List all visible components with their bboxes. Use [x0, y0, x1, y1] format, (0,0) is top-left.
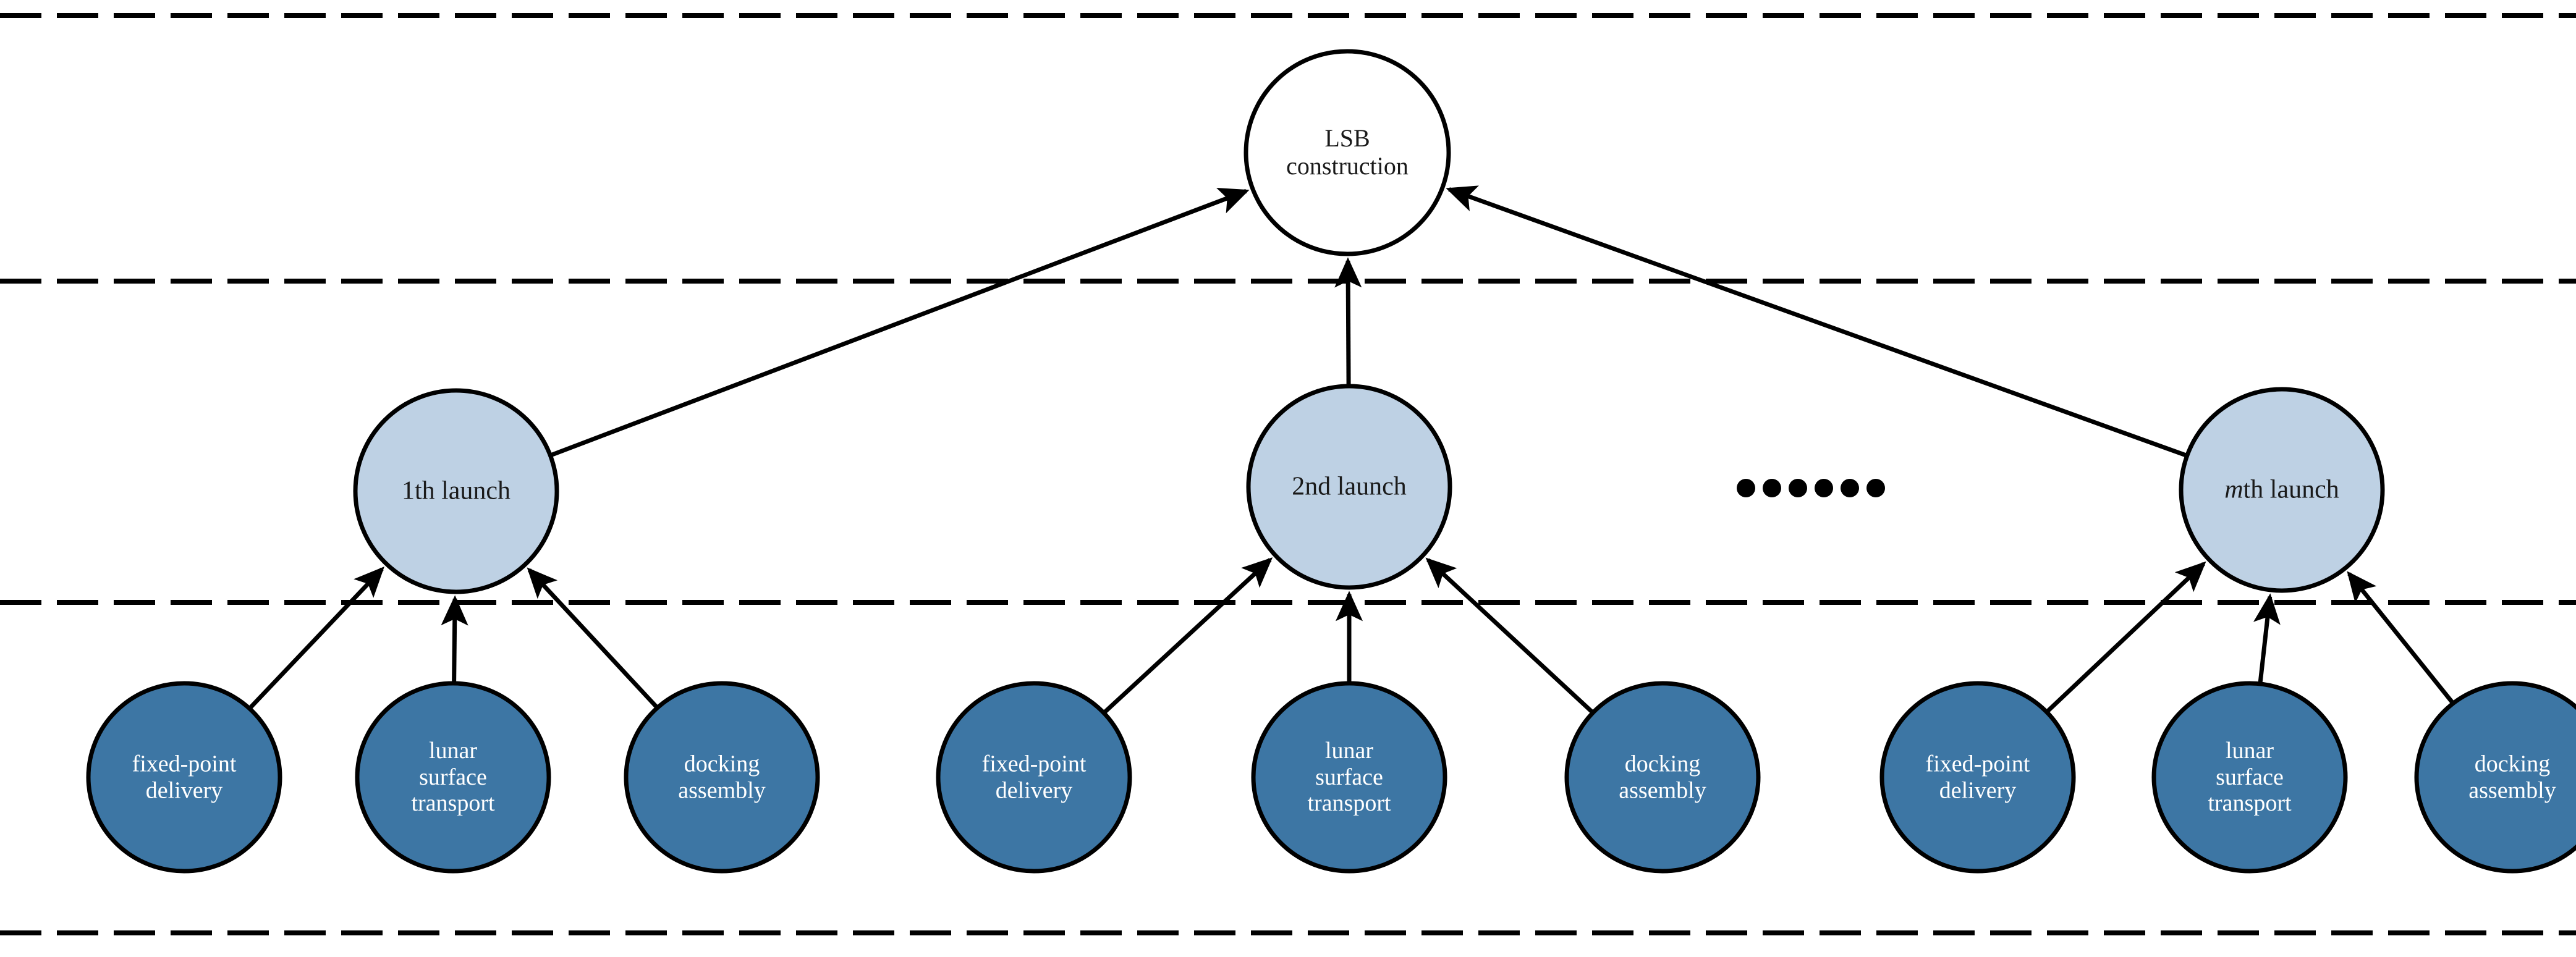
edge-launch1-root: [549, 188, 1250, 458]
node-lsb-construction[interactable]: [1244, 49, 1451, 256]
edge-tma-launchm: [2045, 561, 2206, 714]
edge-t1a-launch1: [248, 567, 384, 710]
node-task-m-lunar-surface-transport[interactable]: [2151, 681, 2348, 874]
node-launch-1[interactable]: [353, 388, 559, 594]
edge-launchm-root: [1446, 185, 2188, 458]
ellipsis-dot: [1866, 479, 1885, 497]
edge-t2c-launch2: [1425, 557, 1595, 715]
node-task-2-lunar-surface-transport[interactable]: [1251, 681, 1447, 874]
dashed-separator-group: [0, 13, 2576, 935]
ellipsis-dot: [1789, 479, 1807, 497]
edge-t2a-launch2: [1102, 557, 1273, 715]
node-task-2-docking-assembly[interactable]: [1564, 681, 1761, 874]
edge-launch2-root: [1334, 257, 1362, 387]
node-launch-m[interactable]: [2179, 387, 2385, 593]
ellipsis-dot: [1737, 479, 1755, 497]
node-task-2-fixed-point-delivery[interactable]: [936, 681, 1132, 874]
node-task-m-docking-assembly[interactable]: [2414, 681, 2576, 874]
node-task-1-lunar-surface-transport[interactable]: [355, 681, 551, 874]
horizontal-ellipsis-dots: [1737, 479, 1885, 497]
edge-t1b-launch1: [441, 595, 468, 684]
edge-tmc-launchm: [2347, 571, 2455, 705]
node-shape-group: [86, 49, 2576, 874]
edge-group: [248, 185, 2455, 715]
node-task-1-fixed-point-delivery[interactable]: [86, 681, 282, 874]
ellipsis-dot: [1841, 479, 1859, 497]
node-task-m-fixed-point-delivery[interactable]: [1879, 681, 2076, 874]
edge-tmb-launchm: [2253, 593, 2281, 685]
node-task-1-docking-assembly[interactable]: [624, 681, 820, 874]
node-launch-2[interactable]: [1246, 384, 1452, 590]
ellipsis-dot: [1763, 479, 1781, 497]
edge-t1c-launch1: [527, 567, 659, 709]
ellipsis-dot: [1815, 479, 1833, 497]
